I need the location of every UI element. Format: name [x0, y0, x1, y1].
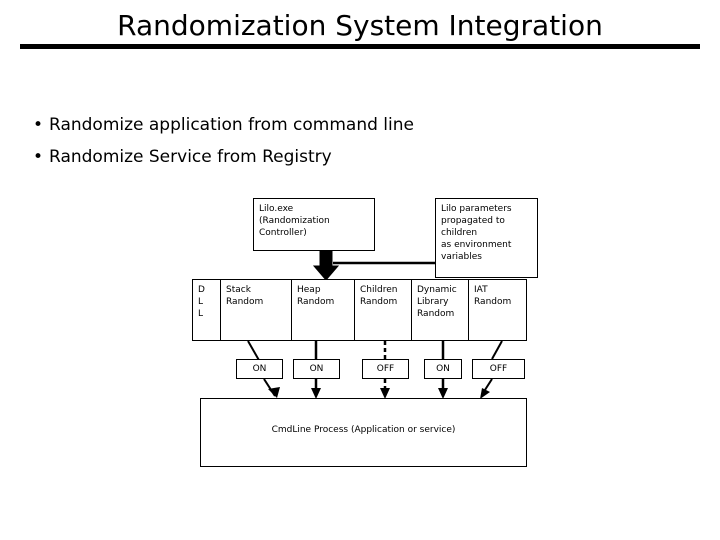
connector-iat [491, 340, 503, 360]
state-badge-heap: ON [293, 359, 340, 379]
dll-cell-dynamic-library: Dynamic Library Random [412, 280, 469, 340]
dll-cell-heap-line-1: Heap [297, 285, 321, 295]
dll-cell-children-line-2: Random [360, 297, 398, 307]
params-line-1: Lilo parameters [441, 204, 512, 214]
dll-cell-dll-line-1: D [198, 285, 205, 295]
dll-cell-dll-line-3: L [198, 309, 204, 319]
page-title: Randomization System Integration [117, 9, 603, 42]
dll-cell-stack-line-1: Stack [226, 285, 251, 295]
dll-cell-iat-line-2: Random [474, 297, 512, 307]
dll-cell-dynamic-line-1: Dynamic [417, 285, 457, 295]
dll-cell-dynamic-line-3: Random [417, 309, 455, 319]
bullet-marker-icon: • [33, 115, 44, 135]
controller-line-1: Lilo.exe [259, 204, 294, 214]
state-badge-children: OFF [362, 359, 409, 379]
bullet-marker-icon: • [33, 147, 44, 167]
dll-cell-iat: IAT Random [469, 280, 526, 340]
params-line-4: as environment [441, 240, 512, 250]
dll-cell-stack-line-2: Random [226, 297, 264, 307]
title-divider [20, 44, 700, 49]
dll-feature-row: D L L Stack Random Heap Random Children … [192, 279, 527, 341]
controller-line-3: Controller) [259, 228, 307, 238]
cmdline-process-box: CmdLine Process (Application or service) [200, 398, 527, 467]
dll-cell-dll: D L L [193, 280, 221, 340]
state-badge-stack: ON [236, 359, 283, 379]
controller-down-arrow-icon [312, 250, 340, 281]
dll-cell-children-line-1: Children [360, 285, 398, 295]
parameter-propagation-note-box: Lilo parameters propagated to children a… [435, 198, 538, 278]
state-stack-arrowhead-icon [268, 387, 280, 398]
dll-cell-dll-line-2: L [198, 297, 204, 307]
state-badge-dynamic-library: ON [424, 359, 462, 379]
params-line-3: children [441, 228, 478, 238]
params-line-2: propagated to [441, 216, 505, 226]
bullet-item-0: •Randomize application from command line [33, 115, 414, 135]
bullet-text-0: Randomize application from command line [49, 115, 414, 135]
dll-cell-children: Children Random [355, 280, 412, 340]
state-badge-iat: OFF [472, 359, 525, 379]
state-stack-to-process-line [263, 378, 276, 397]
dll-cell-heap: Heap Random [292, 280, 355, 340]
randomization-controller-box: Lilo.exe (Randomization Controller) [253, 198, 375, 251]
controller-line-2: (Randomization [259, 216, 330, 226]
dll-cell-heap-line-2: Random [297, 297, 335, 307]
params-line-5: variables [441, 252, 482, 262]
bullet-item-1: •Randomize Service from Registry [33, 147, 332, 167]
state-iat-to-process-line [482, 378, 493, 394]
dll-cell-iat-line-1: IAT [474, 285, 488, 295]
dll-cell-stack: Stack Random [221, 280, 292, 340]
bullet-text-1: Randomize Service from Registry [49, 147, 332, 167]
dll-cell-dynamic-line-2: Library [417, 297, 449, 307]
